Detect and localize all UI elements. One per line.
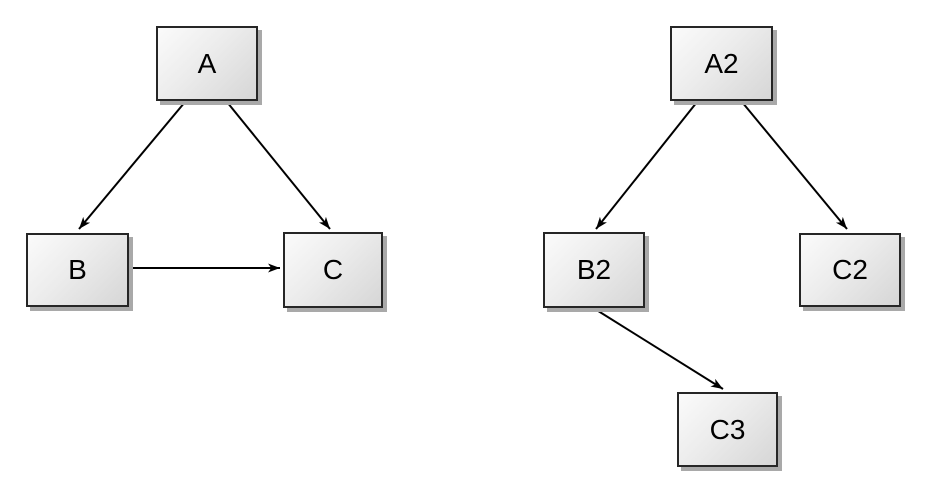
node-B[interactable]: B	[26, 233, 129, 307]
edge-A-C	[226, 101, 331, 230]
node-label-C: C	[322, 254, 344, 285]
node-B2[interactable]: B2	[543, 232, 645, 308]
node-label-B2: B2	[576, 254, 612, 285]
node-label-A: A	[197, 47, 217, 79]
edge-A2-B2	[595, 101, 698, 230]
node-A2[interactable]: A2	[670, 26, 773, 101]
node-label-A2: A2	[704, 47, 739, 79]
node-C[interactable]: C	[283, 232, 383, 308]
node-C2[interactable]: C2	[799, 233, 901, 307]
node-label-B: B	[68, 254, 87, 285]
edge-A-B	[78, 101, 186, 230]
node-label-C2: C2	[832, 254, 868, 285]
edge-B2-C3	[594, 308, 724, 390]
edge-A2-C2	[741, 101, 848, 230]
node-C3[interactable]: C3	[677, 392, 778, 467]
node-label-C3: C3	[709, 413, 746, 445]
node-A[interactable]: A	[156, 26, 258, 101]
